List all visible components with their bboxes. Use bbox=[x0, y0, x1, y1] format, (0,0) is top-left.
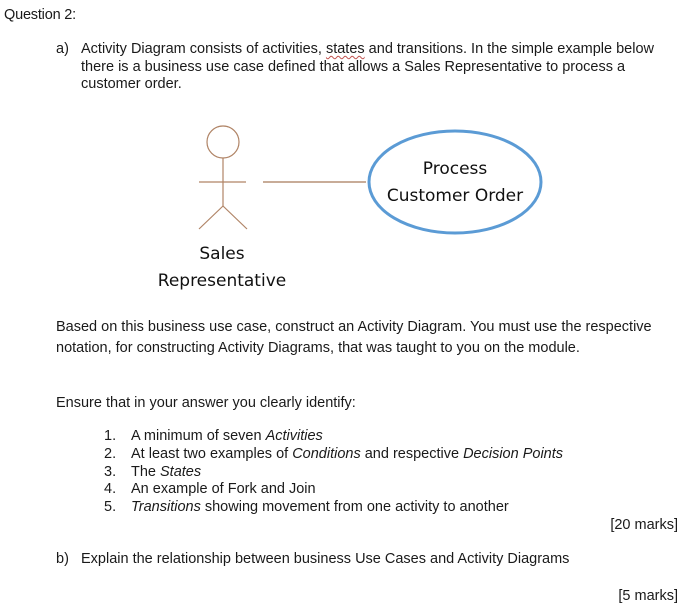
item-text: An example of Fork and Join bbox=[131, 481, 316, 498]
requirement-item: 3. The States bbox=[104, 464, 563, 482]
item-number: 3. bbox=[104, 463, 117, 480]
item-text: At least two examples of bbox=[131, 445, 293, 462]
intro-text-before: Activity Diagram consists of activities, bbox=[81, 41, 326, 57]
use-case-line-2: Customer Order bbox=[386, 186, 524, 206]
item-text: showing movement from one activity to an… bbox=[200, 499, 509, 516]
requirement-item: 4. An example of Fork and Join bbox=[104, 481, 563, 499]
item-number: 1. bbox=[104, 428, 117, 444]
intro-text-after: and transitions. In the simple example b… bbox=[81, 41, 655, 92]
item-text: and respective bbox=[360, 445, 464, 462]
item-number: 2. bbox=[104, 445, 117, 462]
part-b-label: b) bbox=[56, 551, 69, 567]
part-a-label: a) bbox=[56, 41, 69, 57]
actor-label-line-2: Representative bbox=[157, 271, 287, 291]
item-number: 5. bbox=[104, 499, 117, 516]
use-case-line-1: Process bbox=[422, 159, 488, 179]
item-emphasis: Activities bbox=[265, 428, 323, 444]
part-b-question: Explain the relationship between busines… bbox=[81, 551, 570, 567]
item-number: 4. bbox=[104, 481, 117, 498]
item-emphasis: Decision Points bbox=[463, 445, 564, 462]
requirement-item: 5. Transitions showing movement from one… bbox=[104, 499, 563, 517]
ensure-paragraph: Ensure that in your answer you clearly i… bbox=[56, 395, 356, 411]
requirement-item: 1. A minimum of seven Activities bbox=[104, 428, 563, 446]
actor-label-line-1: Sales bbox=[199, 244, 245, 264]
part-a-marks: [20 marks] bbox=[610, 517, 678, 533]
item-text: The bbox=[131, 463, 161, 480]
item-emphasis: Conditions bbox=[292, 445, 361, 462]
use-case-label: Process Customer Order bbox=[370, 156, 540, 210]
part-b-marks: [5 marks] bbox=[618, 588, 678, 604]
spellcheck-flagged-word: states bbox=[325, 41, 365, 57]
actor-label: Sales Representative bbox=[142, 241, 302, 295]
requirements-list: 1. A minimum of seven Activities 2. At l… bbox=[104, 428, 563, 517]
part-a-intro: Activity Diagram consists of activities,… bbox=[81, 41, 671, 94]
instruction-paragraph: Based on this business use case, constru… bbox=[56, 319, 652, 356]
requirement-item: 2. At least two examples of Conditions a… bbox=[104, 446, 563, 464]
item-text: A minimum of seven bbox=[131, 428, 266, 444]
item-emphasis: Transitions bbox=[131, 499, 201, 516]
question-title: Question 2: bbox=[4, 7, 76, 23]
actor-stick-figure-icon bbox=[198, 125, 248, 230]
item-emphasis: States bbox=[160, 463, 202, 480]
